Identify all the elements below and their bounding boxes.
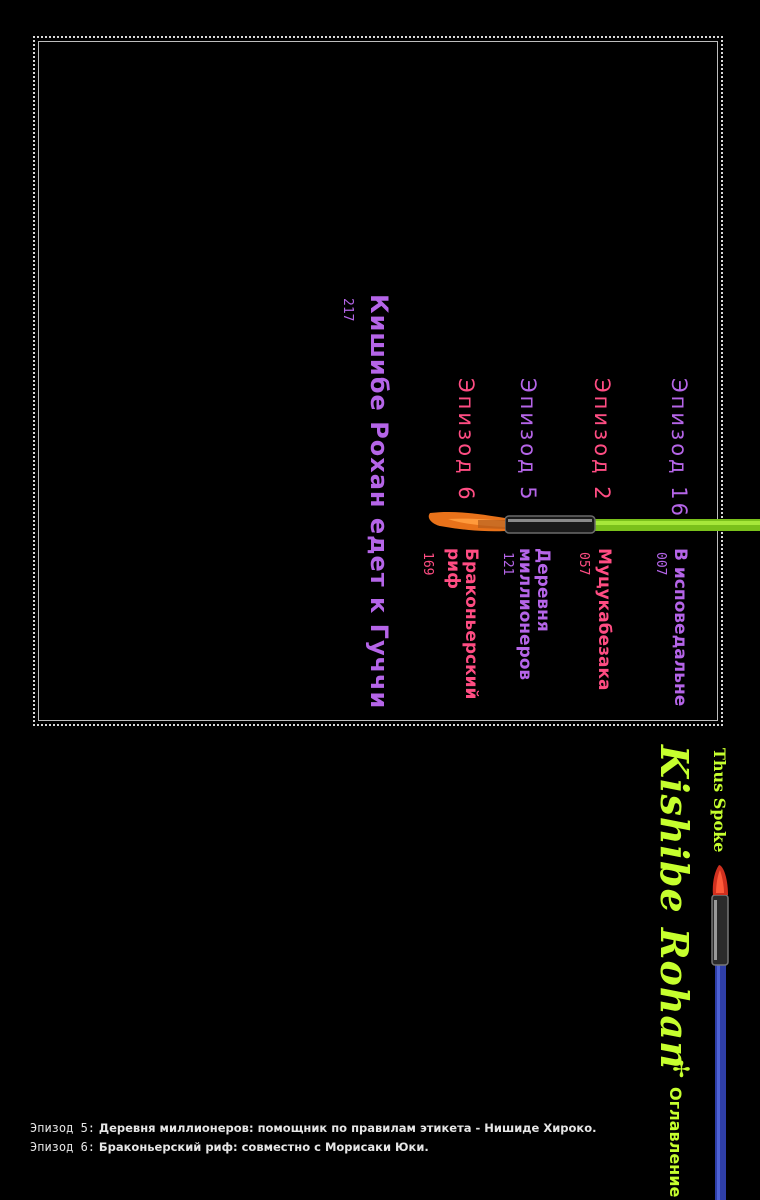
episode-title: Браконьерский риф (443, 548, 481, 700)
footnote-text: Браконьерский риф: совместно с Морисаки … (98, 1140, 429, 1154)
toc-frame (33, 36, 723, 726)
episode-page: 007 (653, 552, 668, 576)
special-title: Кишибе Рохан едет к Гуччи (365, 294, 393, 710)
episode-label: Эпизод 2 (590, 378, 614, 503)
paint-brush-icon (711, 865, 729, 1200)
footnote-label: Эпизод 5: (30, 1121, 96, 1135)
episode-page: 169 (420, 552, 435, 576)
episode-label: Эпизод 5 (516, 378, 540, 503)
footnote-text: Деревня миллионеров: помощник по правила… (98, 1121, 597, 1135)
contents-heading: Оглавление (666, 1087, 685, 1198)
episode-label: Эпизод 16 (667, 378, 691, 519)
episode-title: Деревня миллионеров (515, 548, 553, 681)
episode-title: В исповедальне (670, 548, 690, 707)
episode-label: Эпизод 6 (454, 378, 478, 503)
series-subtitle: Thus Spoke (710, 748, 729, 853)
footnote: Эпизод 5: Деревня миллионеров: помощник … (30, 1119, 596, 1138)
footnotes: Эпизод 5: Деревня миллионеров: помощник … (30, 1119, 596, 1157)
footnote-label: Эпизод 6: (30, 1140, 96, 1154)
episode-page: 121 (500, 552, 515, 576)
episode-page: 057 (576, 552, 591, 576)
special-page: 217 (340, 298, 355, 322)
series-title: Kishibe Rohan (652, 745, 697, 1070)
episode-title: Муцукабезака (594, 548, 614, 691)
paint-brush-icon (428, 511, 760, 534)
footnote: Эпизод 6: Браконьерский риф: совместно с… (30, 1138, 596, 1157)
title-separator-icon: ✢ (669, 1058, 694, 1083)
